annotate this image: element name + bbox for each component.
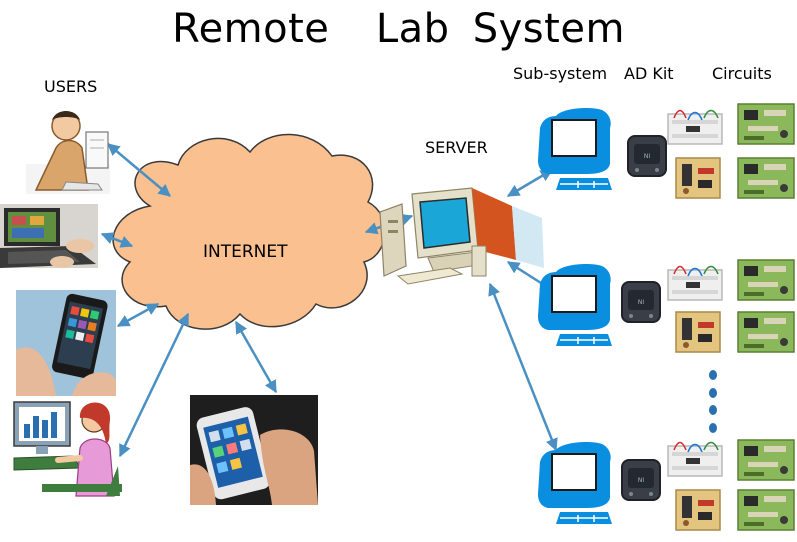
server-computer-icon (379, 187, 544, 285)
arrow-server-subsystem3 (488, 282, 558, 452)
circuit-board-icon (675, 489, 721, 531)
diagram-title: Remote Lab System (172, 6, 625, 52)
circuit-board-icon (737, 103, 795, 145)
circuit-board-icon (667, 265, 723, 301)
arrow-user3-internet (116, 302, 160, 328)
smartphone-photo-icon (16, 290, 116, 396)
arrow-user2-internet (100, 232, 134, 248)
subsystem-computer-icon (537, 107, 613, 191)
server-label: SERVER (425, 138, 488, 157)
office-worker-clipart-icon (26, 111, 110, 194)
arrow-user1-internet (107, 143, 171, 197)
subsystem-computer-icon (537, 263, 613, 347)
laptop-photo-icon (0, 204, 98, 268)
ad-kit-device-icon (621, 459, 661, 501)
tablet-phone-photo-icon (190, 395, 318, 505)
circuit-board-icon (737, 259, 795, 301)
vertical-ellipsis-dots (709, 370, 717, 433)
ad-kit-device-icon (621, 281, 661, 323)
circuit-board-icon (667, 441, 723, 477)
arrow-server-subsystem1 (506, 168, 554, 198)
circuit-board-icon (737, 439, 795, 481)
subsystem-computer-icon (537, 441, 613, 525)
circuit-board-icon (737, 489, 795, 531)
internet-cloud (112, 133, 386, 330)
internet-label: INTERNET (203, 242, 288, 262)
circuit-board-icon (737, 157, 795, 199)
circuit-board-icon (667, 109, 723, 145)
ad-kit-device-icon (627, 135, 667, 177)
arrow-user4-internet (118, 312, 190, 458)
subsystem-column-header: Sub-system (513, 64, 608, 83)
circuits-column-header: Circuits (712, 64, 772, 83)
users-label: USERS (44, 77, 98, 96)
ad-kit-column-header: AD Kit (624, 64, 674, 83)
circuit-board-icon (737, 311, 795, 353)
circuit-board-icon (675, 311, 721, 353)
arrow-user5-internet (234, 320, 278, 394)
woman-at-computer-clipart-icon (13, 401, 122, 497)
circuit-board-icon (675, 157, 721, 199)
